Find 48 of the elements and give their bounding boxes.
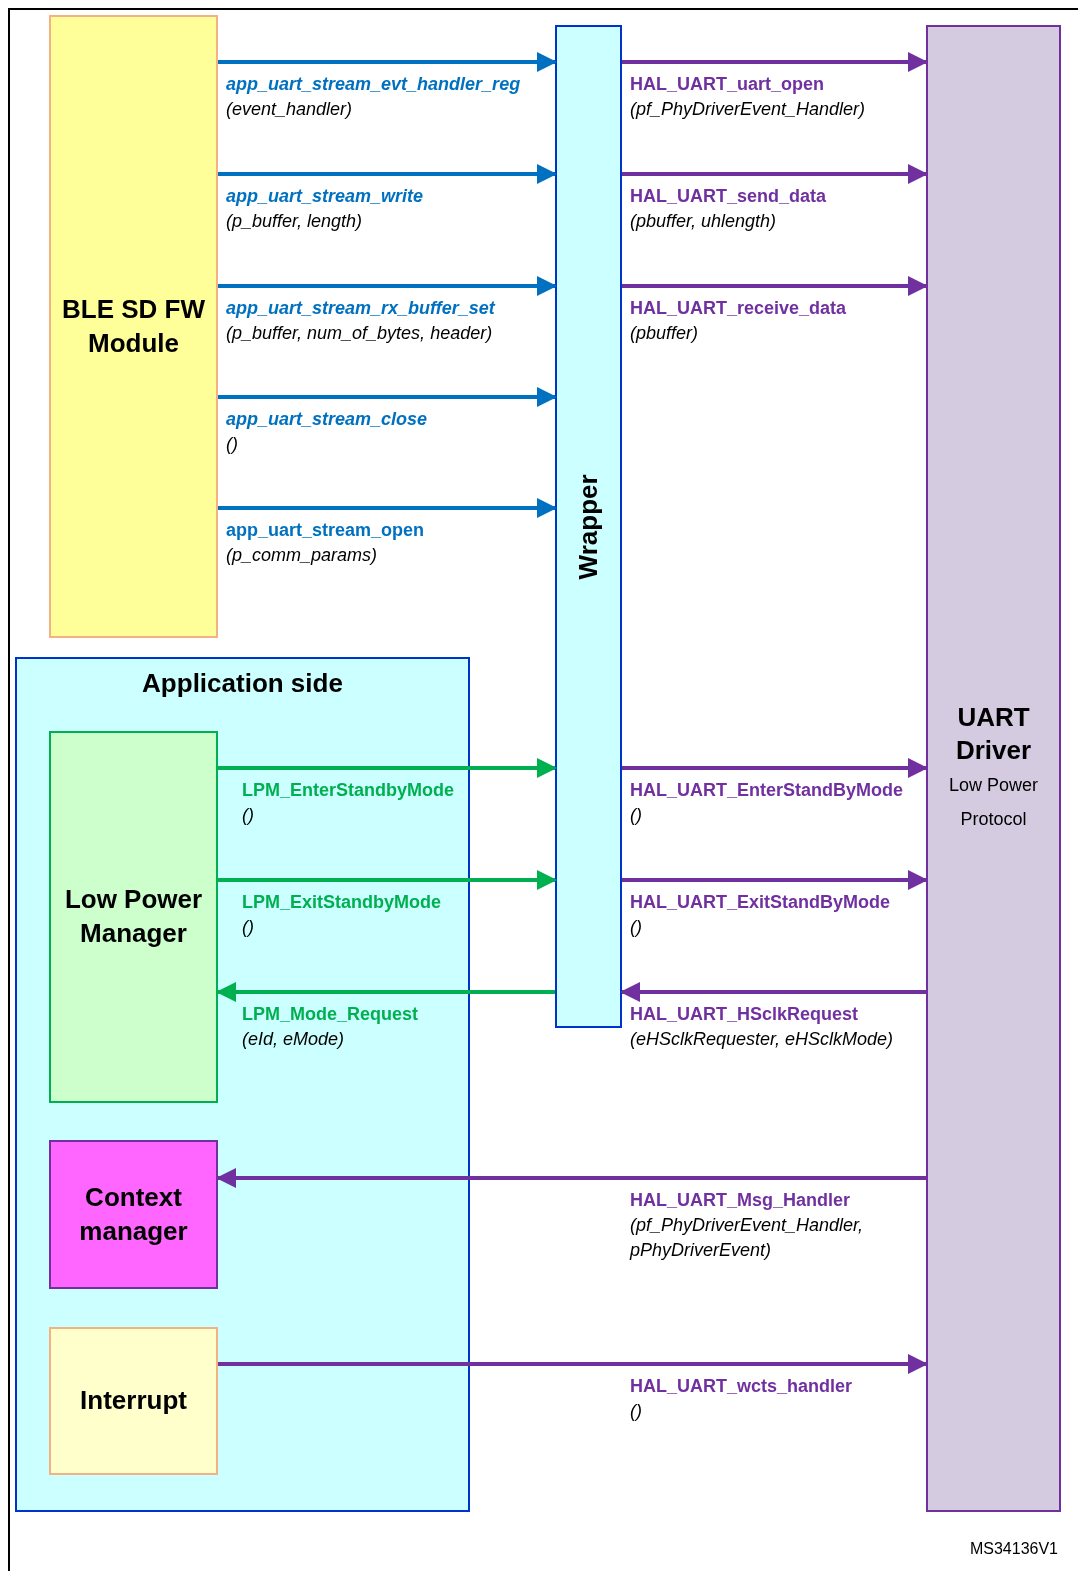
figure-code: MS34136V1 bbox=[969, 1540, 1058, 1558]
node-title: UART Driver bbox=[954, 700, 1033, 768]
edge-label: LPM_ExitStandbyMode () bbox=[242, 891, 442, 939]
edge-label: HAL_UART_EnterStandByMode () bbox=[630, 779, 904, 827]
node-title: Interrupt bbox=[79, 1384, 188, 1418]
arrow bbox=[218, 758, 557, 778]
arrow bbox=[218, 387, 557, 407]
arrow bbox=[622, 758, 928, 778]
arrow bbox=[622, 870, 928, 890]
edge-label: app_uart_stream_evt_handler_reg (event_handler) bbox=[226, 73, 521, 121]
driver-box bbox=[926, 25, 1061, 1512]
group-box bbox=[15, 657, 470, 1512]
arrow bbox=[218, 52, 557, 72]
arrow bbox=[216, 1168, 926, 1188]
edge-label: app_uart_stream_rx_buffer_set (p_buffer, num_of_bytes, header) bbox=[226, 297, 495, 345]
edge-label: app_uart_stream_write (p_buffer, length) bbox=[226, 185, 424, 233]
arrow bbox=[620, 982, 926, 1002]
node-title: Wrapper bbox=[571, 474, 604, 579]
edge-label: HAL_UART_wcts_handler () bbox=[630, 1375, 853, 1423]
node-title: Context manager bbox=[78, 1180, 189, 1248]
module-box bbox=[49, 15, 218, 638]
arrow bbox=[622, 164, 928, 184]
edge-label: HAL_UART_uart_open (pf_PhyDriverEvent_Handler) bbox=[630, 73, 866, 121]
arrow bbox=[218, 164, 557, 184]
node-title: Low Power Manager bbox=[63, 883, 204, 950]
arrow bbox=[218, 1354, 928, 1374]
manager-box bbox=[49, 1140, 218, 1289]
arrow bbox=[218, 870, 557, 890]
interrupt-box bbox=[49, 1327, 218, 1475]
edge-label: HAL_UART_ExitStandByMode () bbox=[630, 891, 891, 939]
group-title: Application side bbox=[142, 667, 343, 700]
edge-label: HAL_UART_HSclkRequest (eHSclkRequester, eHSclkMode) bbox=[630, 1003, 894, 1051]
node-subtitle: Low Power Protocol bbox=[947, 774, 1039, 832]
edge-label: LPM_Mode_Request (eId, eMode) bbox=[242, 1003, 419, 1051]
node-title: BLE SD FW Module bbox=[61, 292, 206, 360]
arrow bbox=[622, 276, 928, 296]
edge-label: LPM_EnterStandbyMode () bbox=[242, 779, 455, 827]
edge-label: app_uart_stream_open (p_comm_params) bbox=[226, 519, 425, 567]
edge-label: HAL_UART_send_data (pbuffer, uhlength) bbox=[630, 185, 827, 233]
edge-label: HAL_UART_Msg_Handler (pf_PhyDriverEvent_Handler, pPhyDriverEvent) bbox=[630, 1189, 865, 1262]
manager-box bbox=[49, 731, 218, 1103]
arrow bbox=[218, 498, 557, 518]
edge-label: app_uart_stream_close () bbox=[226, 408, 428, 456]
arrow bbox=[218, 276, 557, 296]
arrow bbox=[216, 982, 555, 1002]
arrow bbox=[622, 52, 928, 72]
wrapper-bar bbox=[555, 25, 622, 1028]
edge-label: HAL_UART_receive_data (pbuffer) bbox=[630, 297, 847, 345]
